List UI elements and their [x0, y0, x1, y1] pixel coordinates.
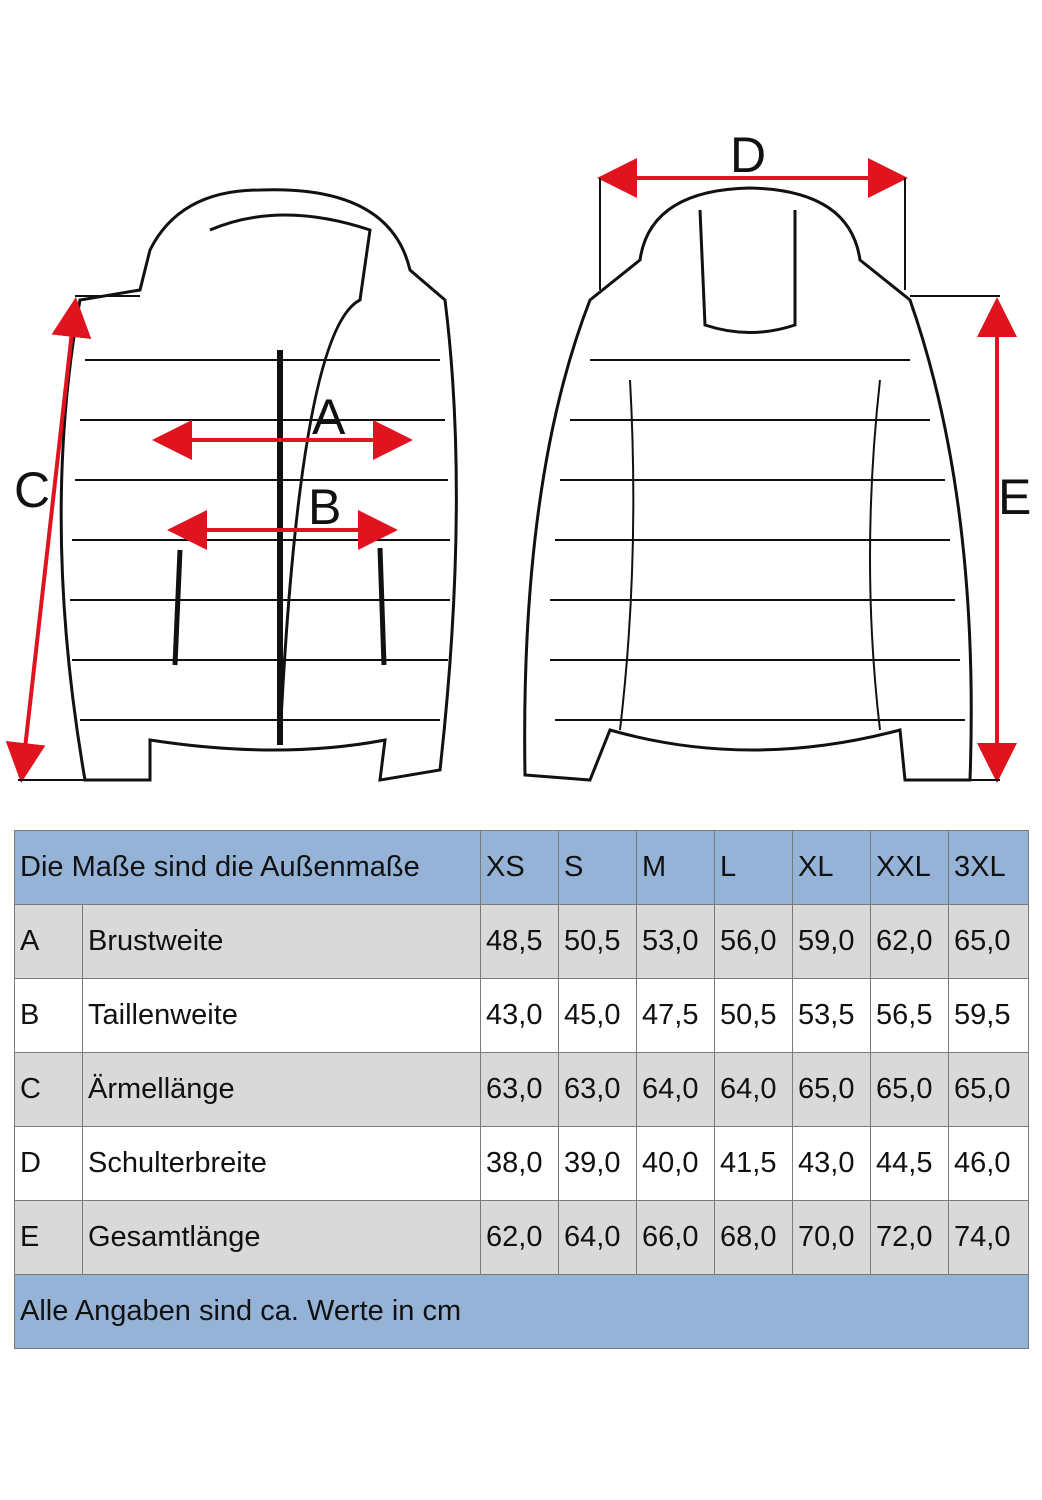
- footer-note: Alle Angaben sind ca. Werte in cm: [14, 1274, 1029, 1349]
- row-label: Gesamtlänge: [82, 1200, 481, 1275]
- measurement-value: 46,0: [948, 1126, 1029, 1201]
- measurement-value: 38,0: [480, 1126, 559, 1201]
- measurement-value: 41,5: [714, 1126, 793, 1201]
- measurement-value: 50,5: [558, 904, 637, 979]
- measurement-value: 53,0: [636, 904, 715, 979]
- row-key: B: [14, 978, 83, 1053]
- header-title: Die Maße sind die Außenmaße: [14, 830, 481, 905]
- measurement-value: 64,0: [636, 1052, 715, 1127]
- measurement-value: 63,0: [480, 1052, 559, 1127]
- measurement-value: 72,0: [870, 1200, 949, 1275]
- label-e: E: [998, 469, 1032, 525]
- label-b: B: [308, 479, 342, 535]
- measurement-value: 62,0: [480, 1200, 559, 1275]
- measurement-value: 74,0: [948, 1200, 1029, 1275]
- jacket-front: [59, 188, 458, 782]
- measurement-value: 68,0: [714, 1200, 793, 1275]
- row-key: A: [14, 904, 83, 979]
- measurement-value: 56,5: [870, 978, 949, 1053]
- measurement-value: 56,0: [714, 904, 793, 979]
- measurement-value: 64,0: [714, 1052, 793, 1127]
- measurement-value: 62,0: [870, 904, 949, 979]
- label-c: C: [14, 462, 51, 518]
- row-key: C: [14, 1052, 83, 1127]
- measurement-value: 59,0: [792, 904, 871, 979]
- jacket-illustration: [5, 158, 1017, 783]
- measurement-value: 47,5: [636, 978, 715, 1053]
- measurement-value: 66,0: [636, 1200, 715, 1275]
- row-label: Taillenweite: [82, 978, 481, 1053]
- size-header: XXL: [870, 830, 949, 905]
- measurement-value: 43,0: [480, 978, 559, 1053]
- size-header: 3XL: [948, 830, 1029, 905]
- measurement-value: 65,0: [792, 1052, 871, 1127]
- size-header: S: [558, 830, 637, 905]
- row-label: Ärmellänge: [82, 1052, 481, 1127]
- measurement-value: 65,0: [948, 1052, 1029, 1127]
- table-header: Die Maße sind die Außenmaße XS S M L XL …: [14, 830, 1029, 905]
- row-label: Schulterbreite: [82, 1126, 481, 1201]
- size-header: XS: [480, 830, 559, 905]
- size-header: M: [636, 830, 715, 905]
- table-footer: Alle Angaben sind ca. Werte in cm: [14, 1274, 1029, 1349]
- measurement-value: 45,0: [558, 978, 637, 1053]
- measurement-value: 70,0: [792, 1200, 871, 1275]
- measurement-value: 50,5: [714, 978, 793, 1053]
- measurement-value: 63,0: [558, 1052, 637, 1127]
- measurement-value: 40,0: [636, 1126, 715, 1201]
- row-label: Brustweite: [82, 904, 481, 979]
- measurement-value: 65,0: [948, 904, 1029, 979]
- measurement-value: 48,5: [480, 904, 559, 979]
- measurement-value: 39,0: [558, 1126, 637, 1201]
- row-key: D: [14, 1126, 83, 1201]
- measurement-value: 53,5: [792, 978, 871, 1053]
- measurement-arrows: [5, 158, 1017, 783]
- label-d: D: [730, 127, 767, 183]
- size-header: XL: [792, 830, 871, 905]
- guide-lines: [18, 178, 1000, 781]
- size-table: Die Maße sind die Außenmaße XS S M L XL …: [14, 830, 1029, 1349]
- row-key: E: [14, 1200, 83, 1275]
- measurement-value: 43,0: [792, 1126, 871, 1201]
- size-header: L: [714, 830, 793, 905]
- measurement-value: 59,5: [948, 978, 1029, 1053]
- measurement-value: 44,5: [870, 1126, 949, 1201]
- label-a: A: [312, 389, 346, 445]
- measurement-value: 65,0: [870, 1052, 949, 1127]
- measurement-value: 64,0: [558, 1200, 637, 1275]
